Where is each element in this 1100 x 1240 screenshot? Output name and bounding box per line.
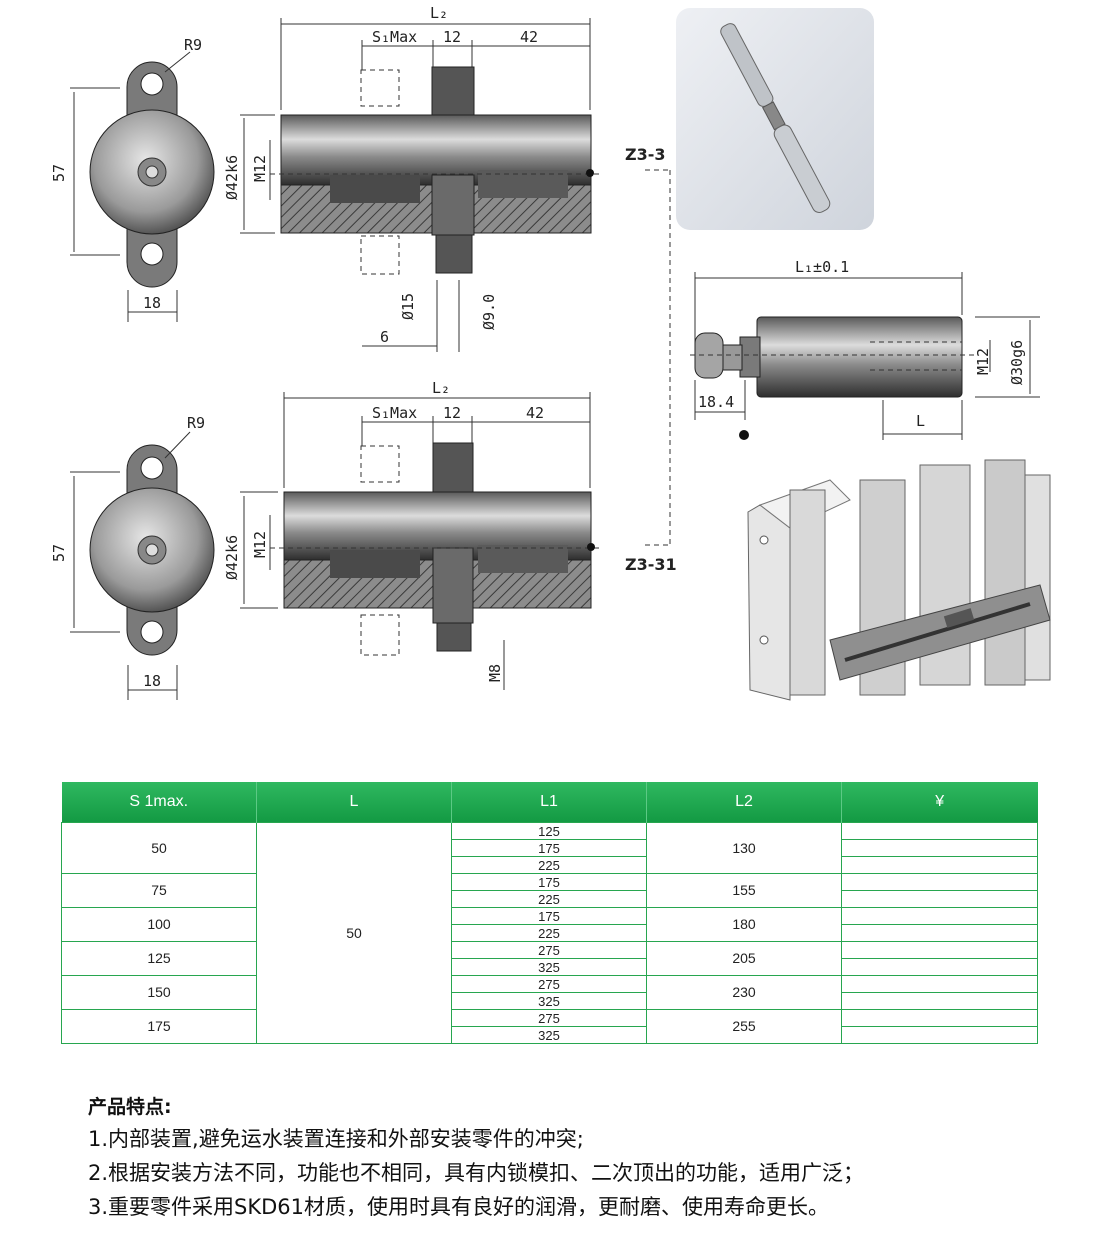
pin-photo [676, 8, 874, 230]
cell-price [841, 992, 1038, 1010]
product-features: 产品特点: 1.内部装置,避免运水装置连接和外部安装零件的冲突; 2.根据安装方… [88, 1092, 1068, 1227]
cell-s1max: 150 [61, 975, 257, 1010]
cell-s1max: 75 [61, 873, 257, 908]
bottom-dia42-label: Ø42k6 [223, 535, 241, 580]
bottom-57-label: 57 [50, 544, 68, 562]
cell-s1max: 125 [61, 941, 257, 976]
bottom-m8-label: M8 [486, 664, 504, 682]
header-l2: L2 [646, 782, 842, 823]
bottom-18-label: 18 [143, 672, 161, 690]
cell-price [841, 839, 1038, 857]
top-42-label: 42 [520, 28, 538, 46]
header-l1: L1 [451, 782, 647, 823]
pin-l-label: L [916, 412, 925, 430]
top-dia42-label: Ø42k6 [223, 155, 241, 200]
bottom-r9-label: R9 [187, 414, 205, 432]
cell-l1: 225 [451, 924, 647, 942]
bottom-s1max-label: S₁Max [372, 404, 417, 422]
cell-l1: 225 [451, 856, 647, 874]
cell-l1: 175 [451, 873, 647, 891]
cell-l1: 325 [451, 958, 647, 976]
pin-dia30-label: Ø30g6 [1008, 340, 1026, 385]
header-s1max: S 1max. [61, 782, 257, 823]
cell-l2: 230 [646, 975, 842, 1010]
cell-l1: 125 [451, 822, 647, 840]
top-side-view [240, 18, 600, 352]
bottom-l2-label: L₂ [432, 379, 450, 397]
cell-price [841, 975, 1038, 993]
cell-price [841, 873, 1038, 891]
cell-l1: 325 [451, 1026, 647, 1044]
cell-price [841, 1009, 1038, 1027]
cell-l2: 180 [646, 907, 842, 942]
cell-price [841, 822, 1038, 840]
cell-price [841, 907, 1038, 925]
bottom-m12-label: M12 [251, 531, 269, 558]
pin-184-label: 18.4 [698, 393, 734, 411]
code-z3-3: Z3-3 [625, 145, 666, 164]
top-18-label: 18 [143, 294, 161, 312]
pin-m12-label: M12 [974, 348, 992, 375]
cell-l2: 205 [646, 941, 842, 976]
cell-l1: 325 [451, 992, 647, 1010]
top-dia15-label: Ø15 [399, 293, 417, 320]
pin-l1-label: L₁±0.1 [795, 258, 849, 276]
top-dia9-label: Ø9.0 [480, 294, 498, 330]
header-l: L [256, 782, 452, 823]
features-title: 产品特点: [88, 1096, 172, 1118]
top-12-label: 12 [443, 28, 461, 46]
cell-l1: 275 [451, 1009, 647, 1027]
top-r9-label: R9 [184, 36, 202, 54]
cell-price [841, 941, 1038, 959]
top-m12-label: M12 [251, 155, 269, 182]
top-6-label: 6 [380, 328, 389, 346]
cell-price [841, 856, 1038, 874]
top-s1max-label: S₁Max [372, 28, 417, 46]
header-price: ¥ [841, 782, 1038, 823]
technical-drawing: R9 57 18 L₂ S₁Max 12 42 Ø42k6 M12 Ø15 Ø9… [50, 4, 1051, 701]
code-z3-31: Z3-31 [625, 555, 677, 574]
cell-price [841, 924, 1038, 942]
top-57-label: 57 [50, 164, 68, 182]
feature-item-3: 3.重要零件采用SKD61材质，使用时具有良好的润滑，更耐磨、使用寿命更长。 [88, 1195, 830, 1219]
cell-s1max: 175 [61, 1009, 257, 1044]
cell-l1: 225 [451, 890, 647, 908]
cell-l: 50 [256, 822, 452, 1044]
feature-item-1: 1.内部装置,避免运水装置连接和外部安装零件的冲突; [88, 1127, 584, 1151]
cell-l1: 175 [451, 907, 647, 925]
feature-item-2: 2.根据安装方法不同，功能也不相同，具有内锁模扣、二次顶出的功能，适用广泛； [88, 1161, 865, 1185]
cell-l2: 155 [646, 873, 842, 908]
cell-s1max: 50 [61, 822, 257, 874]
bottom-end-view [70, 431, 215, 700]
bottom-12-label: 12 [443, 404, 461, 422]
bottom-side-view [240, 392, 600, 690]
top-end-view [70, 51, 215, 322]
cell-s1max: 100 [61, 907, 257, 942]
cell-price [841, 958, 1038, 976]
cell-l2: 255 [646, 1009, 842, 1044]
mold-illustration [747, 459, 1051, 701]
top-l2-label: L₂ [430, 4, 448, 22]
cell-l1: 275 [451, 975, 647, 993]
table-row: 325 [62, 992, 1038, 1010]
cell-price [841, 890, 1038, 908]
bottom-42-label: 42 [526, 404, 544, 422]
table-row: 325 [62, 1026, 1038, 1044]
cell-l2: 130 [646, 822, 842, 874]
cell-l1: 275 [451, 941, 647, 959]
table-header-row: S 1max. L L1 L2 ¥ [61, 782, 1038, 823]
pin-drawing [690, 272, 1040, 440]
cell-price [841, 1026, 1038, 1044]
cell-l1: 175 [451, 839, 647, 857]
